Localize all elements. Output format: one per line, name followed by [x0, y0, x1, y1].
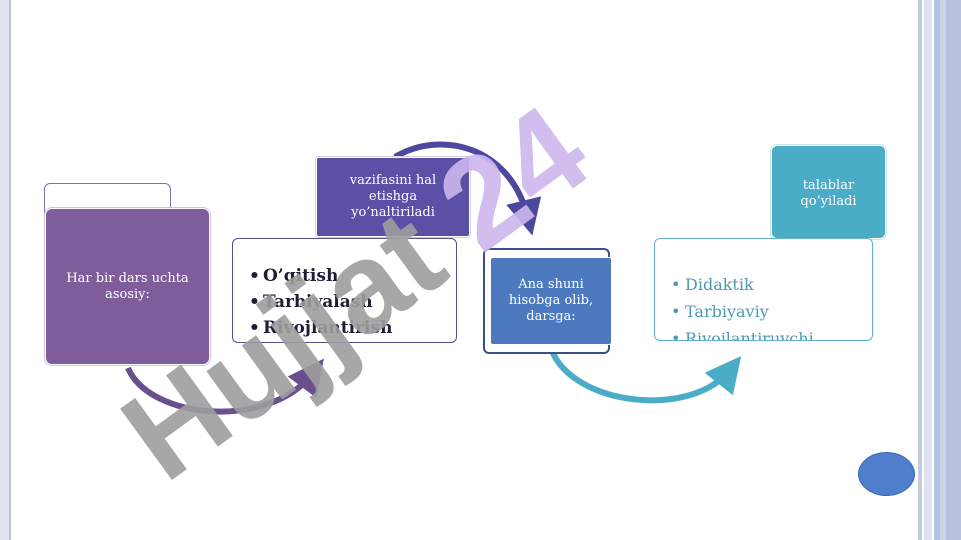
list-1-item: Tarbiyalash — [247, 289, 392, 315]
list-1-item: O’qitish — [247, 263, 392, 289]
arrow-left-to-list — [125, 358, 324, 415]
right-top-box: talablar qo’yiladi — [771, 145, 886, 239]
slide-frame-left — [0, 0, 11, 540]
arrow-middle-to-right — [548, 346, 742, 404]
list-box-2: Didaktik Tarbiyaviy Rivojlantiruvchi — [654, 238, 873, 341]
list-1-item: Rivojlantirish — [247, 315, 392, 341]
list-2-item: Rivojlantiruvchi — [669, 325, 814, 340]
middle-box: Ana shuni hisobga olib, darsga: — [490, 257, 612, 345]
middle-box-text: Ana shuni hisobga olib, darsga: — [508, 277, 594, 324]
list-2-item: Tarbiyaviy — [669, 298, 814, 325]
top-box-text: vazifasini hal etishga yo’naltiriladi — [349, 173, 437, 220]
left-box-text: Har bir dars uchta asosiy: — [66, 270, 189, 302]
list-box-1: O’qitish Tarbiyalash Rivojlantirish — [232, 238, 457, 343]
right-top-box-text: talablar qo’yiladi — [800, 178, 857, 209]
nav-circle-button[interactable] — [858, 452, 915, 496]
arrow-top-to-middle — [393, 141, 542, 236]
slide-frame-right — [918, 0, 961, 540]
left-box: Har bir dars uchta asosiy: — [45, 208, 210, 365]
top-box: vazifasini hal etishga yo’naltiriladi — [316, 157, 470, 237]
list-2: Didaktik Tarbiyaviy Rivojlantiruvchi — [669, 271, 814, 340]
list-1: O’qitish Tarbiyalash Rivojlantirish — [247, 263, 392, 341]
list-2-item: Didaktik — [669, 271, 814, 298]
